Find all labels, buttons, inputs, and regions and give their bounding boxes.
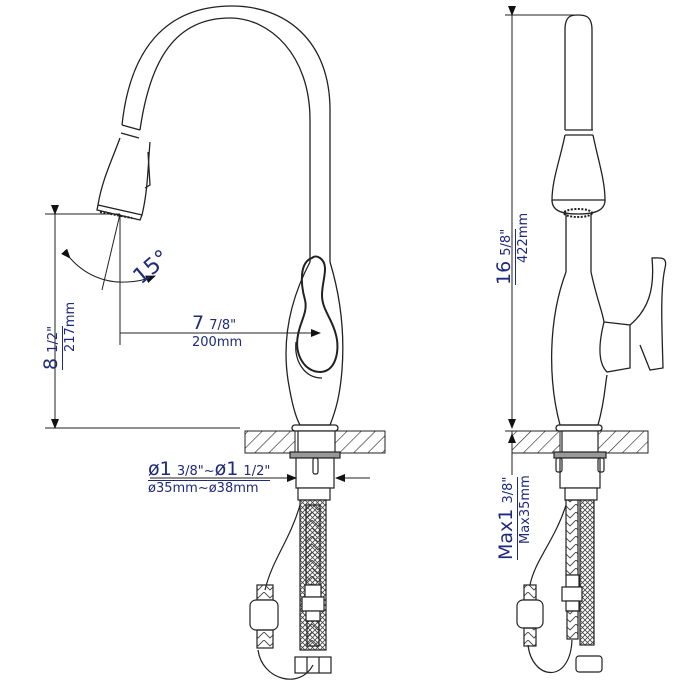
spout-reach-label: 7 7/8" 200mm (192, 312, 243, 350)
side-dimension-lines (505, 6, 578, 475)
lever-handle (296, 255, 339, 374)
front-view (96, 5, 344, 432)
spout-height-label: 8 1/2" 217mm (40, 301, 78, 370)
side-body (550, 271, 608, 426)
front-mounting (249, 430, 341, 680)
faucet-body (285, 261, 344, 426)
gooseneck-spout (139, 17, 311, 262)
max-deck-thickness-label: Max1 3/8" Max35mm (495, 475, 533, 560)
side-spout-column (564, 14, 593, 130)
spray-head (97, 124, 151, 216)
side-lever-handle (629, 257, 667, 371)
side-mounting (516, 430, 607, 673)
hole-diameter-label: ø1 3/8"~ø1 1/2" ø35mm~ø38mm (148, 458, 271, 496)
front-dimension-lines (45, 205, 370, 482)
side-spray-head (551, 134, 606, 201)
overall-height-label: 16 5/8" 422mm (493, 212, 531, 285)
side-view (550, 14, 667, 432)
